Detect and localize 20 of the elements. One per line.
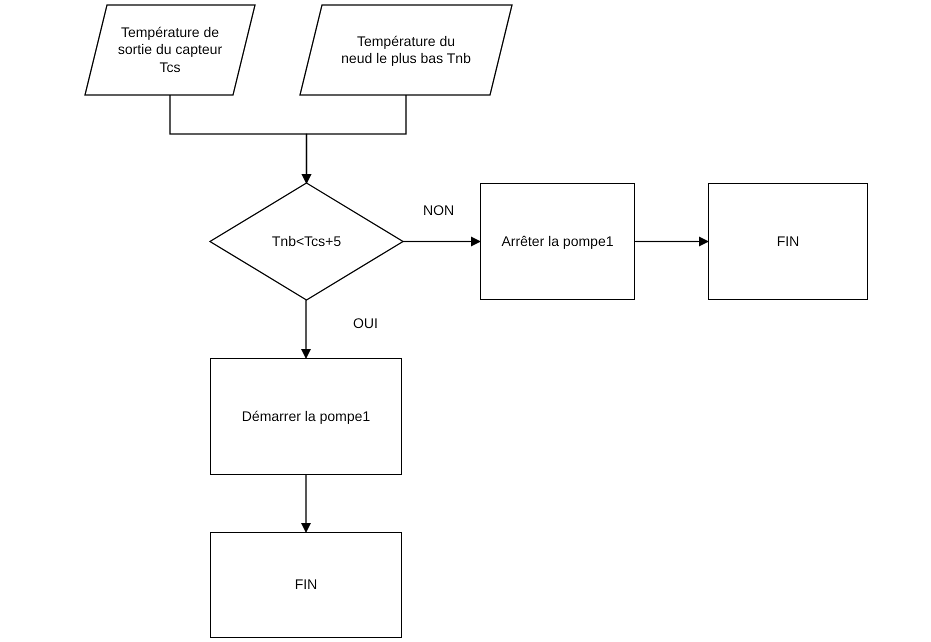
node-text: Température de sortie du capteur Tcs <box>116 24 224 76</box>
arrow <box>403 236 481 246</box>
process-box <box>708 183 868 300</box>
input-parallelogram <box>300 5 512 95</box>
node-text: FIN <box>776 232 800 250</box>
node-text: Arrêter la pompe1 <box>501 232 614 250</box>
node-text: Température du neud le plus bas Tnb <box>341 32 471 68</box>
decision-diamond <box>210 183 403 300</box>
node-text: Démarrer la pompe1 <box>242 408 370 426</box>
arrow <box>301 475 311 533</box>
input-parallelogram <box>85 5 255 95</box>
process-box <box>210 358 402 475</box>
arrow <box>301 300 311 359</box>
node-text: FIN <box>294 576 318 594</box>
arrow <box>302 95 407 184</box>
edge-label: OUI <box>351 315 380 331</box>
process-box <box>480 183 635 300</box>
node-text: Tnb<Tcs+5 <box>272 232 342 250</box>
process-box <box>210 532 402 638</box>
arrow <box>635 236 709 246</box>
